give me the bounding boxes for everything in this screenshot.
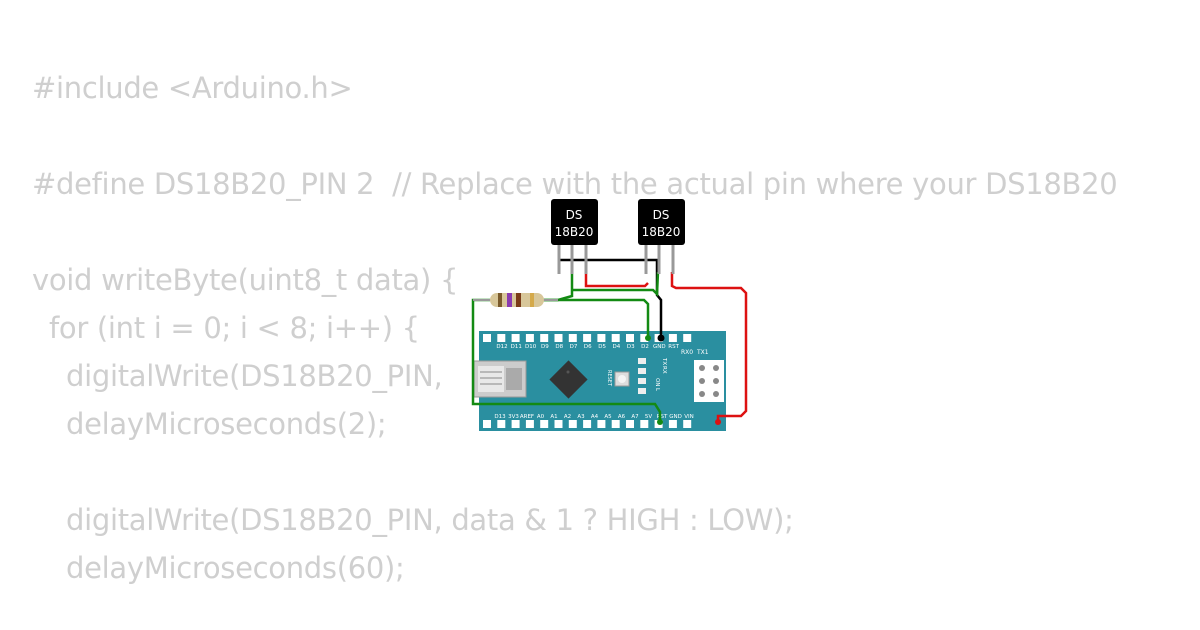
board-pin-top[interactable]	[668, 334, 677, 342]
board-pin-bottom[interactable]	[525, 420, 534, 428]
top-pin-label: D11	[511, 344, 522, 350]
bottom-pin-label: 5V	[645, 414, 652, 420]
top-pin-label: D12	[496, 344, 507, 350]
board-pin-top[interactable]	[597, 334, 606, 342]
bottom-pin-label: A6	[618, 414, 626, 420]
board-pin-bottom[interactable]	[554, 420, 563, 428]
bottom-pin-label: A0	[537, 414, 545, 420]
code-line: for (int i = 0; i < 8; i++) {	[49, 311, 420, 345]
ds18b20-sensor-2[interactable]: DS 18B20	[638, 199, 685, 274]
bottom-pin-label: A1	[550, 414, 557, 420]
board-pin-bottom[interactable]	[611, 420, 620, 428]
top-pin-label: D10	[525, 344, 537, 350]
bottom-pin-label: 3V3	[508, 414, 519, 420]
led-label: RX	[661, 366, 667, 374]
board-pin-bottom[interactable]	[626, 420, 634, 428]
code-line: void writeByte(uint8_t data) {	[32, 263, 459, 297]
tx1-label: TX1	[696, 349, 709, 356]
reset-button[interactable]	[614, 371, 630, 387]
top-pin-label: D3	[627, 344, 635, 350]
power-wire-sensors[interactable]	[584, 272, 649, 288]
sensor-2-label-bottom: 18B20	[642, 225, 681, 239]
top-pin-label: D8	[555, 344, 563, 350]
board-pin-top[interactable]	[568, 334, 577, 342]
power-wire-vin[interactable]	[670, 272, 748, 422]
bottom-pin-label: RST	[657, 414, 668, 420]
top-pin-label: D4	[613, 344, 621, 350]
top-pin-label: D7	[570, 344, 578, 350]
board-pin-top[interactable]	[483, 334, 491, 342]
sensor-2-label-top: DS	[653, 208, 670, 222]
bottom-pin-label: A4	[591, 414, 599, 420]
board-pin-top[interactable]	[626, 334, 634, 342]
pullup-resistor[interactable]	[473, 293, 558, 307]
top-pin-label: RST	[668, 344, 679, 350]
led-label: TX	[661, 357, 667, 365]
board-pin-top[interactable]	[525, 334, 534, 342]
status-leds	[638, 358, 646, 394]
ground-wire-sensors[interactable]	[557, 258, 659, 272]
bottom-pin-label: VIN	[684, 414, 694, 420]
top-pin-label: GND	[653, 344, 666, 350]
board-pin-bottom[interactable]	[511, 420, 520, 428]
ds18b20-sensor-1[interactable]: DS 18B20	[551, 199, 598, 274]
bottom-pin-label: GND	[669, 414, 682, 420]
led-label: ON	[654, 378, 660, 386]
code-line: digitalWrite(DS18B20_PIN, data & 1 ? HIG…	[66, 503, 794, 537]
board-pin-bottom[interactable]	[640, 420, 649, 428]
mcu-chip	[549, 360, 588, 399]
board-pin-top[interactable]	[583, 334, 592, 342]
sensor-1-label-top: DS	[566, 208, 583, 222]
board-pin-top[interactable]	[497, 334, 506, 342]
board-pin-bottom[interactable]	[483, 420, 491, 428]
board-pin-bottom[interactable]	[583, 420, 592, 428]
rx0-label: RX0	[681, 349, 693, 356]
code-line: digitalWrite(DS18B20_PIN,	[66, 359, 443, 393]
bottom-pin-label: A2	[564, 414, 571, 420]
code-line: #include <Arduino.h>	[32, 71, 353, 105]
bottom-pin-label: A7	[631, 414, 639, 420]
led-label: L	[654, 388, 660, 392]
board-pin-bottom[interactable]	[568, 420, 577, 428]
board-pin-bottom[interactable]	[597, 420, 606, 428]
data-wire-d2[interactable]	[542, 298, 650, 338]
top-pin-label: D5	[598, 344, 606, 350]
usb-connector	[473, 360, 527, 398]
board-pin-top[interactable]	[554, 334, 563, 342]
board-pin-bottom[interactable]	[540, 420, 549, 428]
bottom-pin-label: D13	[494, 414, 506, 420]
bottom-pin-label: AREF	[520, 414, 534, 420]
code-line: delayMicroseconds(2);	[66, 407, 387, 441]
board-pin-top[interactable]	[640, 334, 649, 342]
top-pin-label: D6	[584, 344, 592, 350]
code-line: #define DS18B20_PIN 2 // Replace with th…	[32, 167, 1118, 201]
board-pin-bottom[interactable]	[497, 420, 506, 428]
board-pin-top[interactable]	[683, 334, 692, 342]
data-wire-link[interactable]	[572, 271, 660, 297]
bottom-pin-label: A5	[604, 414, 612, 420]
board-pin-top[interactable]	[540, 334, 549, 342]
top-pin-label: D2	[641, 344, 649, 350]
board-pin-bottom[interactable]	[668, 420, 677, 428]
bottom-pin-label: A3	[577, 414, 585, 420]
board-pin-top[interactable]	[611, 334, 620, 342]
code-line: delayMicroseconds(60);	[66, 551, 405, 585]
icsp-header	[694, 360, 724, 402]
board-pin-top[interactable]	[511, 334, 520, 342]
data-wire-sensor1[interactable]	[542, 272, 574, 302]
board-pin-bottom[interactable]	[683, 420, 692, 428]
top-pin-label: D9	[541, 344, 549, 350]
sensor-1-label-bottom: 18B20	[555, 225, 594, 239]
reset-label: RESET	[606, 370, 612, 387]
